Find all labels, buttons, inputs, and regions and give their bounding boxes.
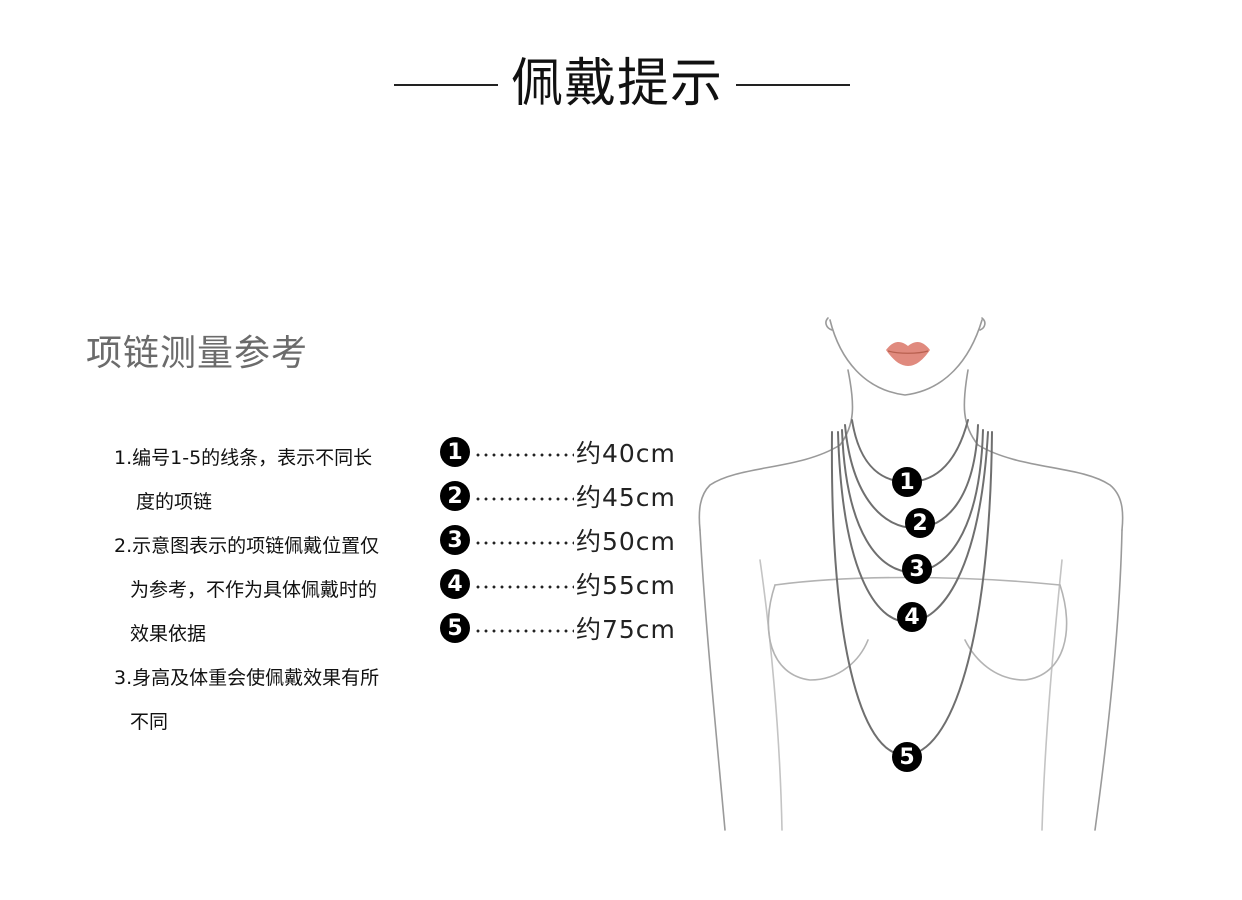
shoulder-left [698, 444, 841, 531]
note-line: 1.编号1-5的线条，表示不同长 [114, 447, 373, 469]
badge-1: 1 [892, 467, 922, 497]
legend-row-4: 4 约55cm [440, 564, 676, 604]
number-badge: 2 [440, 481, 470, 511]
title-rule-right [736, 84, 850, 86]
number-badge: 5 [440, 613, 470, 643]
note-line: 不同 [130, 711, 169, 733]
ear-left [825, 317, 833, 331]
necklace-3 [841, 429, 984, 574]
note-line: 2.示意图表示的项链佩戴位置仅 [114, 535, 380, 557]
arm-left [699, 529, 726, 831]
lips-icon [886, 342, 930, 366]
length-label: 约75cm [576, 615, 676, 644]
legend-row-3: 3 约50cm [440, 520, 676, 560]
number-badge: 4 [440, 569, 470, 599]
length-label: 约55cm [576, 571, 676, 600]
title-block: 佩戴提示 [0, 50, 1242, 120]
badge-3: 3 [902, 554, 932, 584]
dotted-leader [474, 497, 574, 501]
title-rule-left [394, 84, 498, 86]
note-line: 为参考，不作为具体佩戴时的 [130, 579, 378, 601]
jaw-outline [829, 319, 983, 396]
legend-row-1: 1 约40cm [440, 432, 676, 472]
bust-right [964, 584, 1068, 681]
neck-left [839, 369, 854, 446]
length-label: 约45cm [576, 483, 676, 512]
badge-5: 5 [892, 742, 922, 772]
necklace-figure: 1 2 3 4 5 [690, 300, 1160, 860]
page-title: 佩戴提示 [510, 54, 723, 114]
length-label: 约50cm [576, 527, 676, 556]
length-label: 约40cm [576, 439, 676, 468]
dotted-leader [474, 541, 574, 545]
legend-row-5: 5 约75cm [440, 608, 676, 648]
dotted-leader [474, 453, 574, 457]
note-line: 3.身高及体重会使佩戴效果有所 [114, 667, 380, 689]
section-subtitle: 项链测量参考 [86, 333, 309, 374]
arm-inner-right [1041, 559, 1063, 831]
note-line: 效果依据 [130, 623, 207, 645]
neck-right [963, 369, 979, 446]
body-outline-illustration [698, 317, 1124, 831]
bust-left [767, 584, 869, 681]
arm-right [1094, 529, 1123, 831]
note-line: 度的项链 [136, 491, 213, 513]
notes-list: 1.编号1-5的线条，表示不同长 度的项链 2.示意图表示的项链佩戴位置仅 为参… [114, 436, 434, 744]
badge-2: 2 [905, 508, 935, 538]
shoulder-right [977, 444, 1124, 531]
legend-row-2: 2 约45cm [440, 476, 676, 516]
ear-right [979, 317, 986, 331]
dotted-leader [474, 629, 574, 633]
dotted-leader [474, 585, 574, 589]
number-badge: 3 [440, 525, 470, 555]
arm-inner-left [759, 559, 783, 831]
number-badge: 1 [440, 437, 470, 467]
badge-4: 4 [897, 602, 927, 632]
